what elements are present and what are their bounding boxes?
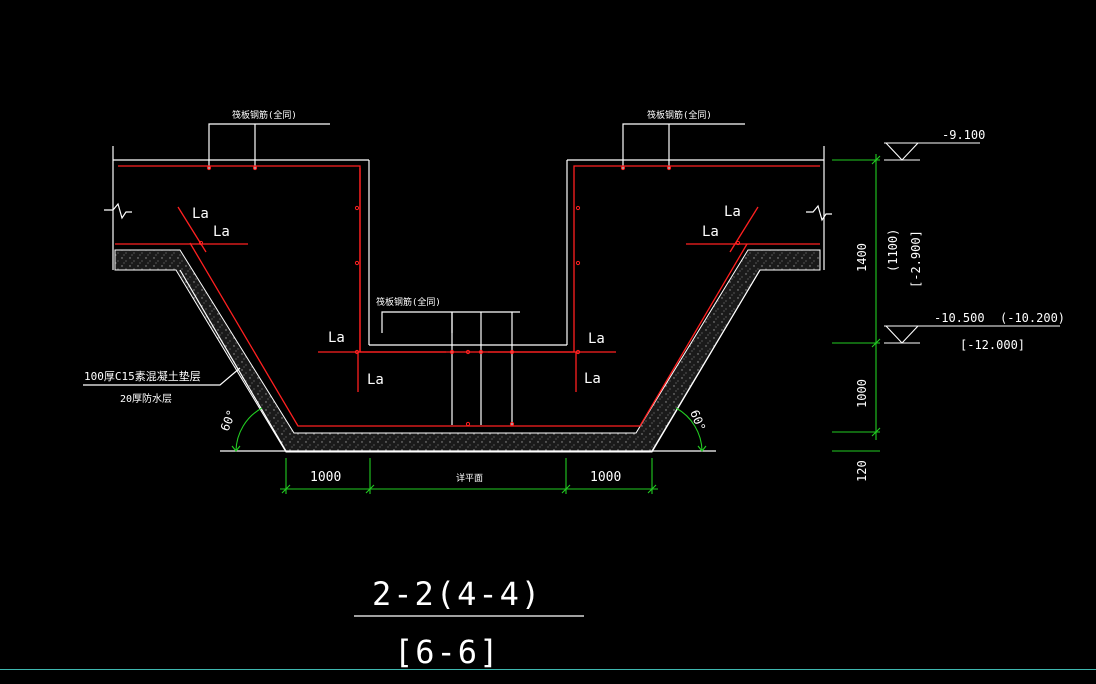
section-title: 2-2(4-4)	[372, 575, 542, 613]
la-label-8: La	[584, 371, 601, 387]
la-label-4: La	[702, 224, 719, 240]
cushion-layer	[114, 249, 821, 453]
section-subtitle: [6-6]	[394, 633, 500, 671]
rebar-dots	[198, 165, 741, 427]
rebar-lines	[115, 165, 820, 427]
dim-center: 详平面	[456, 472, 483, 484]
elev-pit-top-alt2: [-12.000]	[960, 338, 1025, 352]
dimension-lines	[280, 154, 881, 494]
angle-right: 60°	[687, 408, 708, 433]
pit-depth: 1000	[855, 379, 869, 408]
slab-thickness: 120	[855, 460, 869, 482]
angle-arcs	[231, 407, 707, 452]
rebar-note-left: 筏板钢筋(全同)	[232, 109, 297, 121]
depth-alt: (1100)	[886, 229, 900, 272]
la-label-5: La	[328, 330, 345, 346]
la-label-6: La	[367, 372, 384, 388]
la-label-3: La	[724, 204, 741, 220]
bottom-rule	[0, 669, 1096, 670]
elev-pit-top-alt: (-10.200)	[1000, 311, 1065, 325]
depth-alt2: [-2.900]	[909, 230, 923, 288]
rebar-note-center: 筏板钢筋(全同)	[376, 296, 441, 308]
elev-pit-top: -10.500	[934, 311, 985, 325]
elevation-markers	[884, 142, 1060, 344]
la-label-2: La	[213, 224, 230, 240]
la-label-1: La	[192, 206, 209, 222]
angle-left: 60°	[218, 408, 239, 433]
cushion-label: 100厚C15素混凝土垫层	[84, 369, 201, 383]
elev-top: -9.100	[942, 128, 985, 142]
structure-outline	[83, 123, 832, 452]
rebar-note-right: 筏板钢筋(全同)	[647, 109, 712, 121]
depth-main: 1400	[855, 243, 869, 272]
dim-left: 1000	[310, 470, 341, 485]
la-label-7: La	[588, 331, 605, 347]
waterproof-label: 20厚防水层	[120, 392, 172, 405]
dim-right: 1000	[590, 470, 621, 485]
